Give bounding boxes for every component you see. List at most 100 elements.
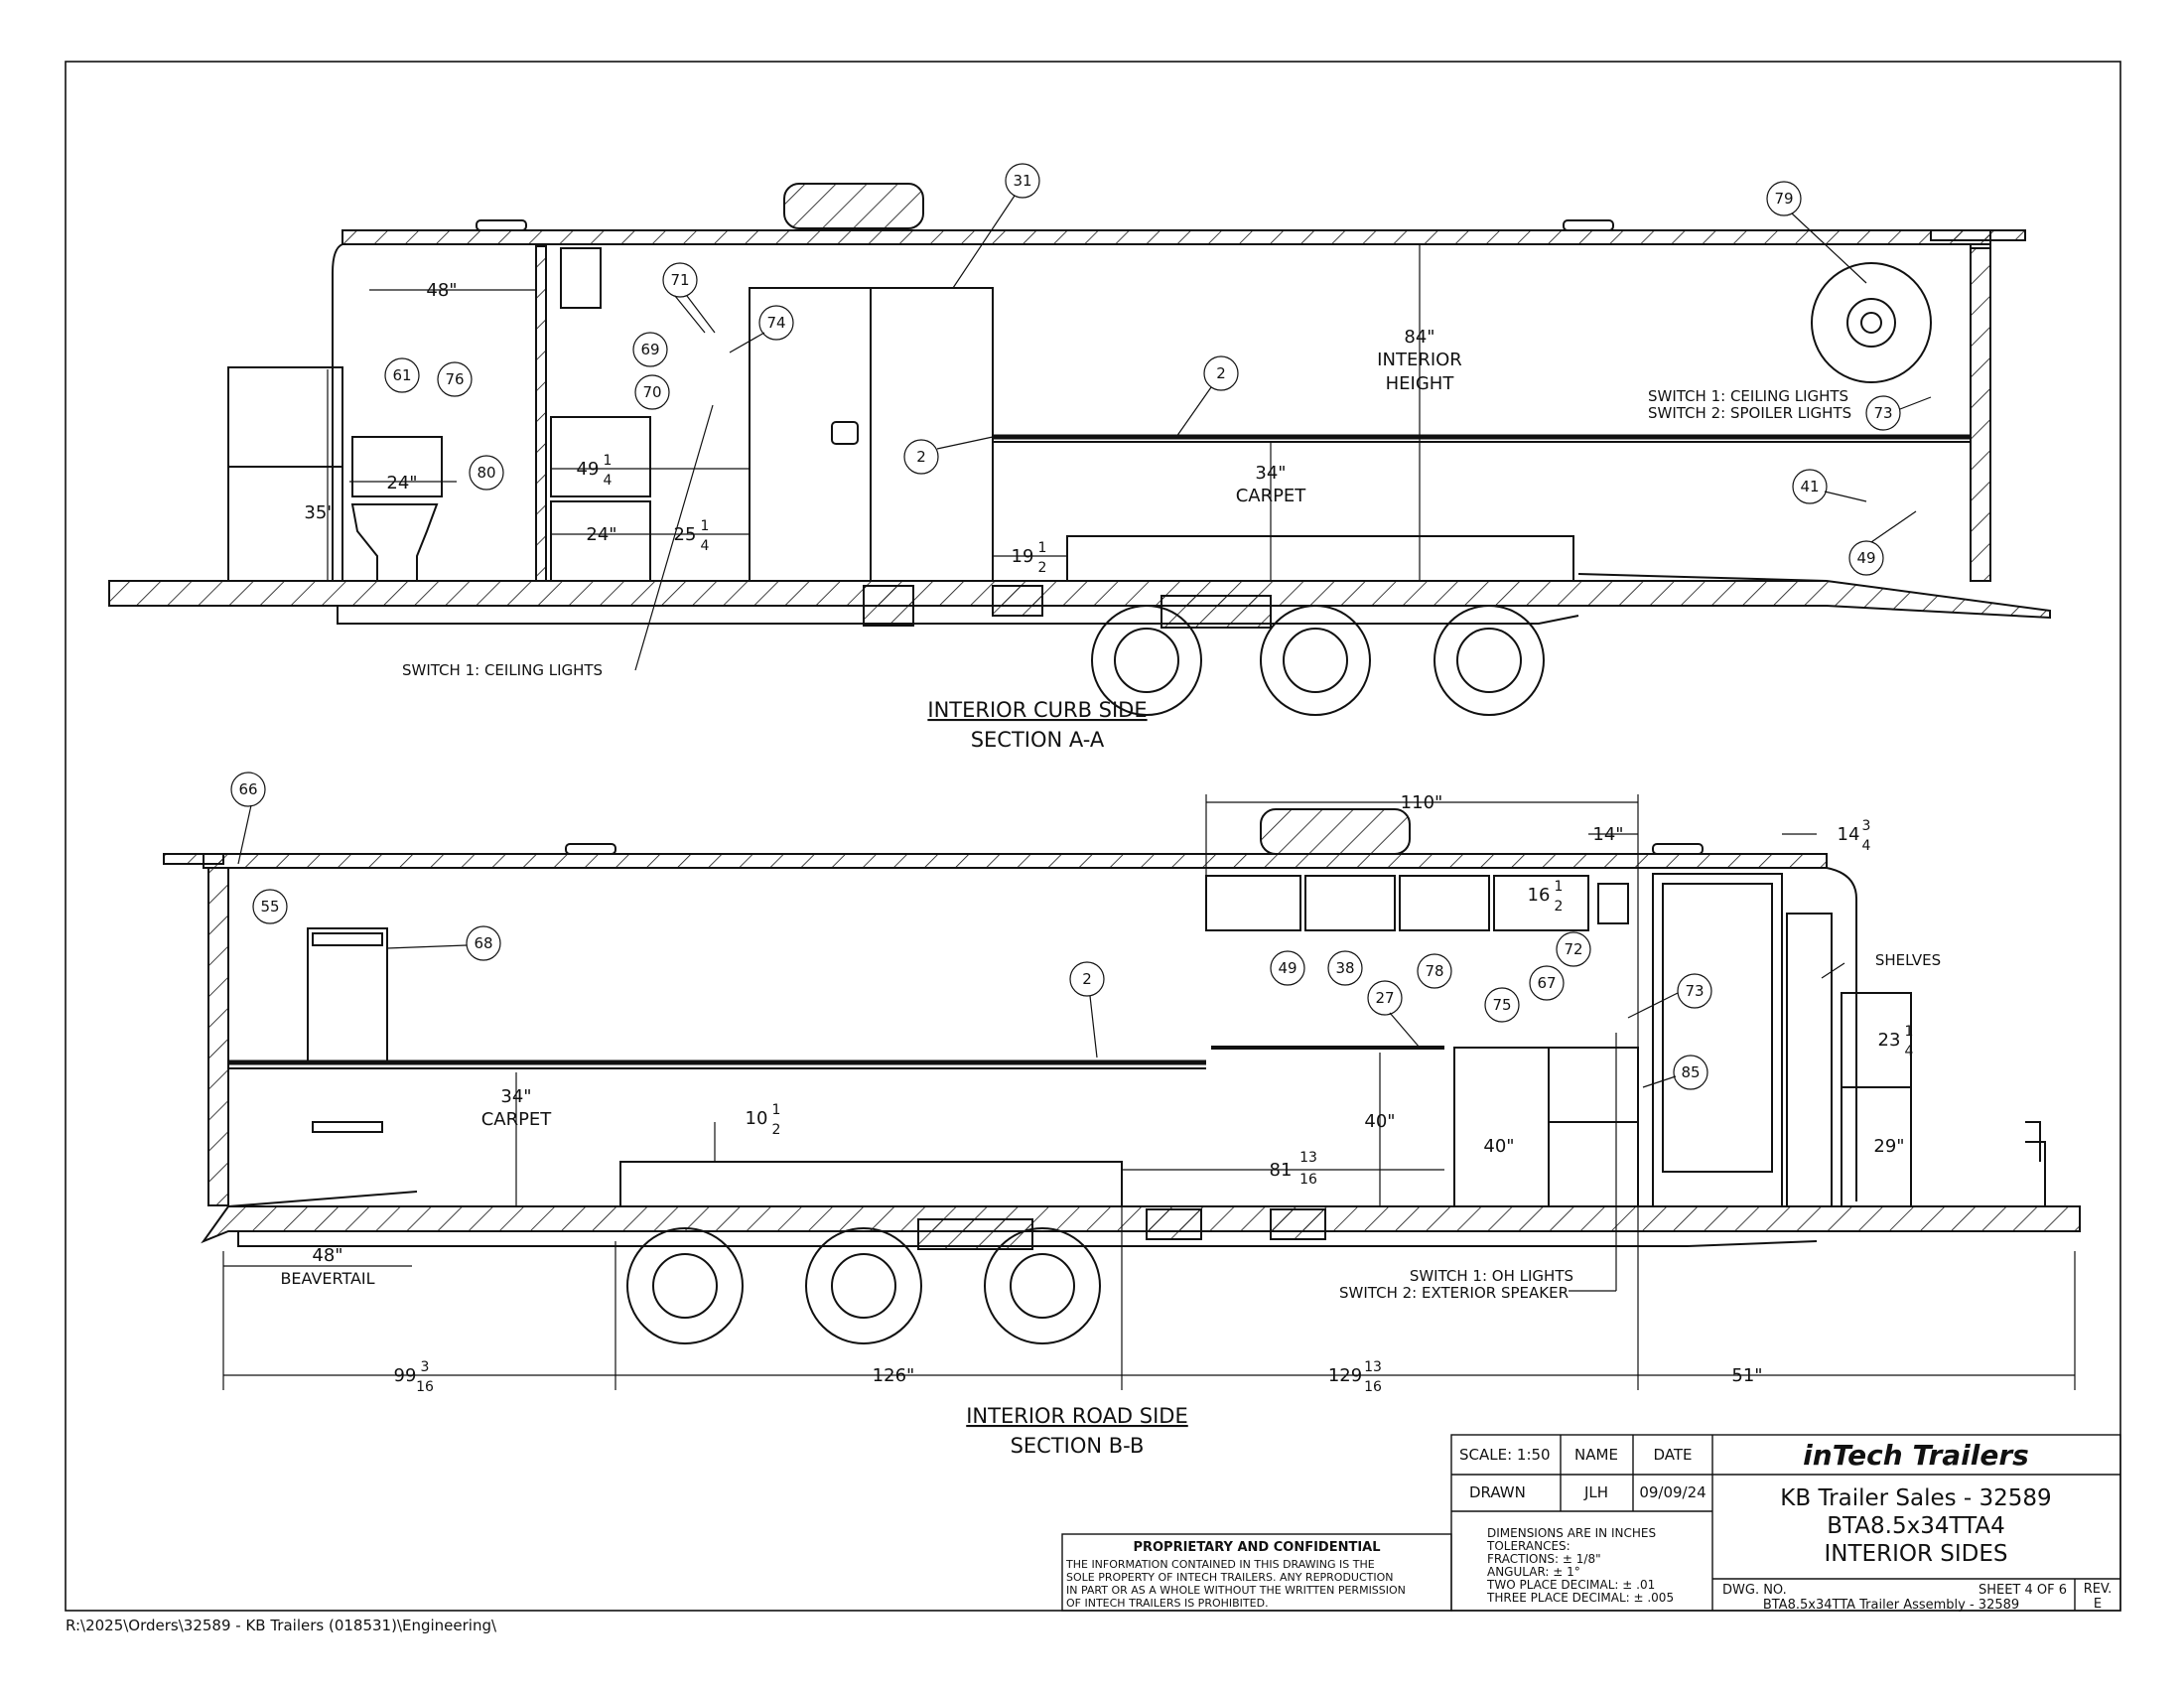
svg-text:48": 48": [426, 280, 457, 301]
svg-text:THE INFORMATION CONTAINED IN T: THE INFORMATION CONTAINED IN THIS DRAWIN…: [1065, 1558, 1375, 1571]
road-upper-cabinet-2: [1304, 875, 1396, 931]
svg-text:HEIGHT: HEIGHT: [1386, 373, 1455, 394]
svg-text:DRAWN: DRAWN: [1469, 1483, 1526, 1501]
curb-wall-cabinet-b: [550, 500, 651, 582]
callout: 76: [445, 370, 464, 388]
svg-text:PROPRIETARY AND CONFIDENTIAL: PROPRIETARY AND CONFIDENTIAL: [1133, 1540, 1380, 1555]
svg-text:1: 1: [1038, 540, 1047, 556]
road-floor: [201, 1205, 2081, 1244]
callout: 68: [474, 934, 492, 952]
callout: 71: [670, 271, 689, 289]
callout: 79: [1774, 190, 1793, 208]
curb-roof: [341, 229, 1991, 245]
svg-text:16: 16: [1528, 885, 1551, 906]
road-side-view: [163, 808, 2081, 1344]
road-nose: [1826, 867, 1857, 1201]
title-block-text: SCALE: 1:50 NAME DATE DRAWN JLH 09/09/24…: [1065, 1439, 2112, 1613]
callout: 55: [260, 898, 279, 916]
road-roof-spoiler: [163, 853, 224, 865]
svg-text:DIMENSIONS ARE IN INCHES: DIMENSIONS ARE IN INCHES: [1487, 1526, 1656, 1540]
svg-text:10: 10: [746, 1108, 768, 1129]
svg-text:14: 14: [1838, 824, 1860, 845]
svg-text:CARPET: CARPET: [1236, 486, 1307, 506]
svg-text:SWITCH 1: OH LIGHTS: SWITCH 1: OH LIGHTS: [1410, 1267, 1573, 1285]
callout: 73: [1873, 404, 1892, 422]
svg-text:16: 16: [416, 1379, 434, 1395]
callout: 74: [766, 314, 785, 332]
svg-text:23: 23: [1878, 1030, 1901, 1051]
callout: 31: [1013, 172, 1031, 190]
callout: 41: [1800, 478, 1819, 495]
svg-text:129: 129: [1328, 1365, 1362, 1386]
curb-upper-box: [560, 247, 602, 309]
svg-text:81: 81: [1270, 1160, 1293, 1181]
svg-text:1: 1: [604, 453, 613, 469]
svg-text:CARPET: CARPET: [481, 1109, 553, 1130]
road-closet: [1652, 873, 1783, 1207]
switch-notes: SWITCH 1: CEILING LIGHTS SWITCH 2: SPOIL…: [402, 387, 1851, 1302]
curb-section-subtitle: SECTION A-A: [971, 728, 1105, 752]
svg-text:40": 40": [1364, 1111, 1395, 1132]
svg-text:24": 24": [586, 524, 616, 545]
curb-wheel-1: [1091, 605, 1202, 716]
callout: 70: [642, 383, 661, 401]
road-section-subtitle: SECTION B-B: [1011, 1434, 1145, 1458]
svg-text:34": 34": [1255, 463, 1286, 484]
svg-text:40": 40": [1483, 1136, 1514, 1157]
curb-bench: [1066, 535, 1574, 582]
curb-dimension-text: 48" 24" 35" 49 1 4 24" 25 1 4 19 1 2 34"…: [304, 280, 1461, 576]
svg-text:BTA8.5x34TTA Trailer Assembly: BTA8.5x34TTA Trailer Assembly - 32589: [1763, 1598, 2019, 1613]
svg-text:DATE: DATE: [1653, 1446, 1692, 1464]
svg-text:4: 4: [701, 538, 710, 554]
road-roof-ac: [1260, 808, 1411, 855]
road-panel-68: [307, 927, 388, 1063]
road-dimension-text: 110" 14" 14 3 4 16 1 2 34" CARPET 10 1 2…: [280, 792, 1941, 1395]
svg-text:4: 4: [1862, 838, 1871, 854]
svg-text:SWITCH 1: CEILING LIGHTS: SWITCH 1: CEILING LIGHTS: [1648, 387, 1848, 405]
callout: 78: [1425, 962, 1443, 980]
curb-dimensions: [327, 244, 1421, 581]
svg-text:16: 16: [1299, 1172, 1317, 1188]
callout: 2: [1216, 364, 1226, 382]
svg-text:SWITCH 1: CEILING LIGHTS: SWITCH 1: CEILING LIGHTS: [402, 661, 603, 679]
svg-text:126": 126": [873, 1365, 915, 1386]
svg-text:2: 2: [1038, 560, 1047, 576]
callout: 67: [1537, 974, 1556, 992]
svg-text:3: 3: [421, 1359, 430, 1375]
svg-text:SOLE PROPERTY OF INTECH TRAILE: SOLE PROPERTY OF INTECH TRAILERS. ANY RE…: [1066, 1571, 1394, 1584]
svg-text:SHELVES: SHELVES: [1875, 951, 1941, 969]
curb-nose: [332, 243, 343, 581]
curb-floor: [108, 580, 2051, 620]
road-callouts: 66 55 68 2 49 38 78 72 67 75 27 73 85: [230, 772, 1712, 1090]
road-wheel-1: [626, 1227, 744, 1344]
road-roof: [203, 853, 1828, 869]
road-wheel-3: [984, 1227, 1101, 1344]
svg-text:TWO PLACE DECIMAL: ± .01: TWO PLACE DECIMAL: ± .01: [1486, 1578, 1655, 1592]
svg-text:4: 4: [1905, 1044, 1914, 1059]
road-fridge: [1453, 1047, 1550, 1207]
curb-roof-vent-2: [1563, 219, 1614, 231]
curb-wheel-3: [1433, 605, 1545, 716]
svg-text:E: E: [2094, 1597, 2102, 1612]
callout: 2: [916, 448, 926, 466]
callout: 75: [1492, 996, 1511, 1014]
svg-text:19: 19: [1012, 546, 1034, 567]
section-titles: INTERIOR CURB SIDE SECTION A-A INTERIOR …: [927, 698, 1187, 1458]
curb-roof-spoiler: [1930, 229, 2026, 241]
callout: 61: [392, 366, 411, 384]
svg-text:34": 34": [500, 1086, 531, 1107]
svg-text:14": 14": [1592, 824, 1623, 845]
svg-text:SWITCH 2: EXTERIOR SPEAKER: SWITCH 2: EXTERIOR SPEAKER: [1339, 1284, 1569, 1302]
svg-text:09/09/24: 09/09/24: [1639, 1483, 1706, 1501]
callout: 69: [640, 341, 659, 358]
road-wheel-2: [805, 1227, 922, 1344]
svg-text:25: 25: [674, 524, 697, 545]
svg-text:FRACTIONS: ± 1/8": FRACTIONS: ± 1/8": [1487, 1552, 1601, 1566]
road-tongue: [2025, 1121, 2046, 1206]
svg-text:51": 51": [1731, 1365, 1762, 1386]
svg-text:BEAVERTAIL: BEAVERTAIL: [280, 1269, 374, 1288]
svg-text:48": 48": [312, 1245, 342, 1266]
svg-text:DWG. NO.: DWG. NO.: [1722, 1583, 1787, 1598]
road-dimensions: [222, 794, 2076, 1390]
svg-text:INTERIOR SIDES: INTERIOR SIDES: [1825, 1541, 2008, 1567]
